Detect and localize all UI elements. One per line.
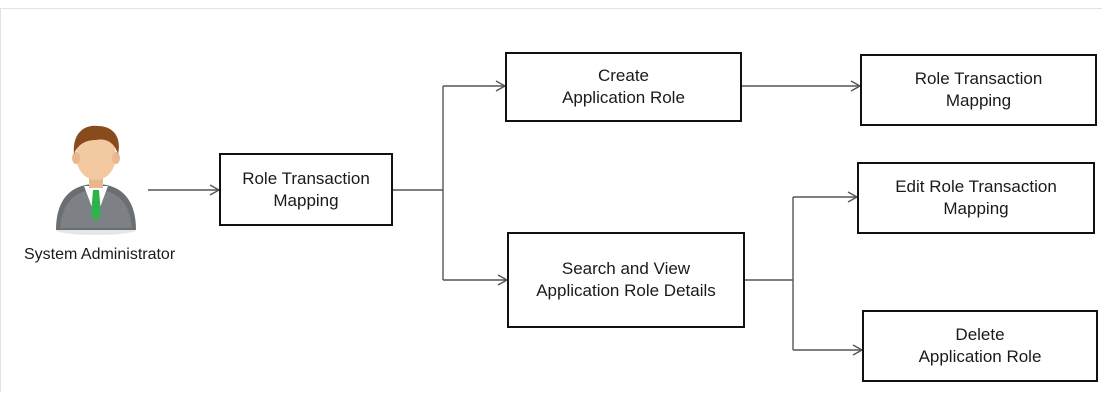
node-search-view-application-role: Search and View Application Role Details [507, 232, 745, 328]
node-role-transaction-mapping-after-create: Role Transaction Mapping [860, 54, 1097, 126]
node-role-transaction-mapping: Role Transaction Mapping [219, 153, 393, 226]
diagram-frame [0, 8, 1102, 392]
user-person-icon [56, 125, 136, 235]
actor-label: System Administrator [24, 246, 176, 263]
node-label: Role Transaction Mapping [914, 69, 1043, 110]
node-delete-application-role: Delete Application Role [862, 310, 1098, 382]
node-create-application-role: Create Application Role [505, 52, 742, 122]
node-label: Create Application Role [562, 66, 685, 107]
node-edit-role-transaction-mapping: Edit Role Transaction Mapping [857, 162, 1095, 234]
node-label: Role Transaction Mapping [242, 168, 370, 210]
node-label: Delete Application Role [918, 325, 1042, 366]
node-label: Edit Role Transaction Mapping [895, 177, 1057, 218]
node-label: Search and View Application Role Details [536, 259, 716, 300]
